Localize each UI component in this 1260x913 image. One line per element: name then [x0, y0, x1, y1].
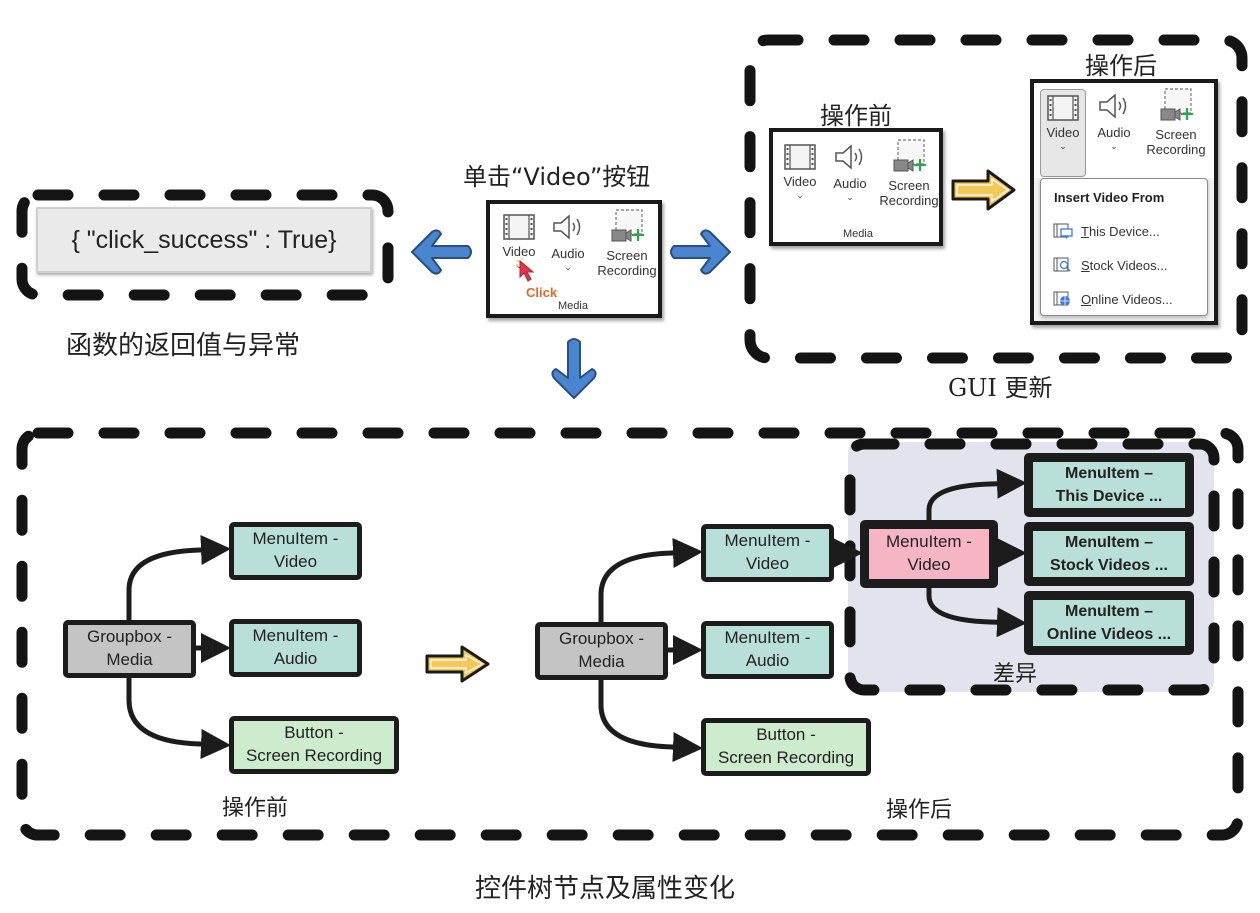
edge-groupbox-button-after [598, 678, 703, 763]
online-video-icon [1053, 291, 1070, 306]
tree-before-label: 操作前 [222, 796, 289, 821]
tree-node-menuitem-video-after: MenuItem -Video [701, 524, 834, 582]
ribbon-audio-label: Audio [1097, 125, 1131, 141]
arrow-left-icon [411, 229, 472, 275]
ribbon-screen-label-2: Recording [879, 193, 939, 209]
return-value-box: { "click_success" : True} [36, 207, 372, 273]
speaker-icon [553, 214, 581, 240]
insert-video-dropdown: Insert Video From This Device... Stock V… [1040, 178, 1208, 316]
device-video-icon [1053, 223, 1073, 239]
gui-before-ribbon: Video ⌄ Audio ⌄ Screen Recording Media [769, 128, 943, 246]
yellow-arrow-icon [425, 645, 490, 683]
chevron-down-icon: ⌄ [1110, 141, 1118, 152]
tree-node-menuitem-audio-after: MenuItem -Audio [701, 621, 834, 679]
ribbon-screen-recording-button[interactable]: Screen Recording [1140, 87, 1212, 158]
speaker-icon [835, 144, 863, 170]
film-icon [1047, 95, 1079, 121]
ribbon-screen-label-1: Screen [1155, 127, 1197, 143]
return-caption: 函数的返回值与异常 [66, 331, 301, 361]
ribbon-video-label: Video [502, 244, 536, 260]
arrow-right-icon [670, 229, 731, 275]
screen-recording-icon [893, 139, 926, 172]
chevron-down-icon: ⌄ [796, 190, 804, 201]
tree-frame [16, 427, 1244, 841]
film-icon [503, 214, 535, 240]
ribbon-screen-label-1: Screen [888, 178, 930, 194]
chevron-down-icon: ⌄ [846, 192, 854, 203]
ribbon-screen-label-2: Recording [1146, 142, 1206, 158]
arrow-down-icon [551, 338, 597, 399]
tree-node-menuitem-video-changed: MenuItem -Video [860, 520, 998, 588]
ribbon-video-label: Video [1046, 125, 1080, 141]
ribbon-video-label: Video [783, 174, 817, 190]
tree-node-button-screen-recording-after: Button -Screen Recording [701, 718, 871, 776]
accel-key: S [1081, 257, 1090, 273]
accel-key: T [1081, 223, 1089, 239]
ribbon-screen-label-2: Recording [597, 263, 657, 279]
tree-section-caption: 控件树节点及属性变化 [475, 874, 736, 904]
click-annotation: Click [526, 285, 558, 300]
ribbon-video-button[interactable]: Video ⌄ [779, 144, 821, 201]
ribbon-audio-label: Audio [833, 176, 867, 192]
ribbon-audio-button[interactable]: Audio ⌄ [828, 142, 872, 203]
ribbon-group-label: Media [843, 228, 873, 240]
tree-node-menuitem-audio-before: MenuItem -Audio [229, 619, 362, 677]
ribbon-group-label: Media [558, 300, 588, 312]
tree-node-menuitem-this-device: MenuItem –This Device ... [1024, 453, 1194, 517]
gui-before-title: 操作前 [820, 102, 892, 130]
ribbon-screen-label-1: Screen [606, 248, 648, 264]
edge-groupbox-button-before [126, 676, 231, 760]
tree-node-menuitem-stock-videos: MenuItem –Stock Videos ... [1024, 522, 1194, 586]
return-value-text: { "click_success" : True} [71, 225, 337, 254]
tree-node-button-screen-recording-before: Button -Screen Recording [229, 716, 399, 774]
chevron-down-icon: ⌄ [515, 260, 523, 271]
menu-item-label: tock Videos... [1089, 257, 1168, 273]
chevron-down-icon: ⌄ [564, 262, 572, 273]
speaker-icon [1099, 93, 1127, 119]
ribbon-audio-button[interactable]: Audio ⌄ [546, 212, 590, 273]
tree-node-groupbox-media-before: Groupbox -Media [63, 620, 196, 678]
screen-recording-icon [1160, 88, 1193, 121]
edge-video-online [926, 586, 1027, 638]
yellow-arrow-icon [951, 169, 1016, 211]
menu-item-stock-videos[interactable]: Stock Videos... [1053, 257, 1167, 273]
accel-key: O [1081, 291, 1092, 307]
stock-video-icon [1053, 257, 1071, 272]
mouse-cursor-icon [516, 258, 535, 282]
menu-item-label: nline Videos... [1091, 291, 1173, 307]
tree-node-menuitem-video-before: MenuItem -Video [229, 522, 362, 580]
menu-item-label: his Device... [1088, 223, 1160, 239]
ribbon-video-button-selected[interactable]: Video ⌄ [1040, 89, 1086, 177]
ribbon-screen-recording-button[interactable]: Screen Recording [875, 138, 943, 209]
edge-groupbox-video-before [126, 534, 231, 622]
diff-label: 差异 [993, 662, 1038, 687]
ribbon-screen-recording-button[interactable]: Screen Recording [594, 208, 660, 279]
ribbon-video-button[interactable]: Video ⌄ [498, 214, 540, 271]
film-icon [784, 144, 816, 170]
edge-video-thisdevice [926, 468, 1027, 523]
clicked-ribbon-panel: Video ⌄ Audio ⌄ Screen Recording Media C… [486, 200, 662, 318]
click-action-title: 单击“Video”按钮 [463, 163, 651, 191]
chevron-down-icon: ⌄ [1059, 141, 1067, 152]
gui-after-title: 操作后 [1085, 52, 1157, 80]
edge-groupbox-video-after [598, 537, 703, 624]
tree-node-groupbox-media-after: Groupbox -Media [535, 622, 668, 680]
tree-node-menuitem-online-videos: MenuItem –Online Videos ... [1024, 591, 1194, 655]
gui-update-caption: GUI 更新 [948, 374, 1053, 402]
gui-after-ribbon: Video ⌄ Audio ⌄ Screen Recording Insert … [1030, 79, 1218, 325]
gui-update-frame [744, 34, 1248, 364]
screen-recording-icon [611, 209, 644, 242]
return-frame [16, 189, 394, 301]
menu-item-this-device[interactable]: This Device... [1053, 223, 1160, 239]
ribbon-audio-button[interactable]: Audio ⌄ [1092, 91, 1136, 152]
dropdown-title: Insert Video From [1054, 190, 1165, 205]
tree-after-label: 操作后 [886, 798, 953, 823]
menu-item-online-videos[interactable]: Online Videos... [1053, 291, 1173, 307]
ribbon-audio-label: Audio [551, 246, 585, 262]
